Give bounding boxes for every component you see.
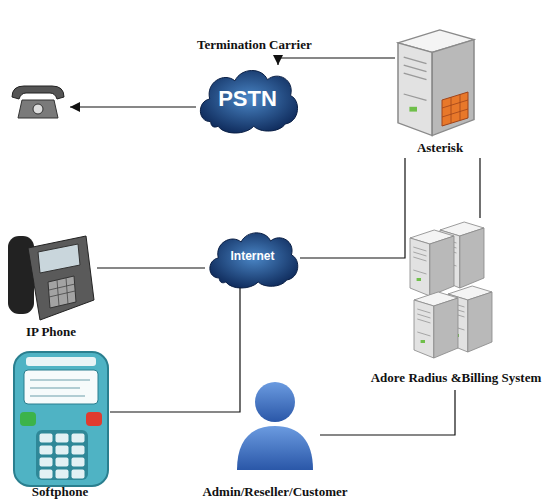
connector-line xyxy=(300,158,405,258)
server-tower xyxy=(398,30,474,136)
server-tower xyxy=(414,292,458,358)
telephone-icon xyxy=(12,86,64,118)
softphone-screen-lines xyxy=(30,380,90,396)
connector-line xyxy=(110,288,240,412)
person-head xyxy=(255,382,295,422)
device-node: IP Phone xyxy=(5,228,97,340)
hangup-button xyxy=(86,412,102,426)
person-body xyxy=(237,426,313,470)
billing-servers-icon xyxy=(410,222,492,358)
softphone-title-bar xyxy=(26,357,96,366)
ip-phone-body xyxy=(28,236,94,320)
node-label: Admin/Reseller/Customer xyxy=(202,484,347,500)
call-button xyxy=(20,412,36,426)
server-tower xyxy=(410,230,454,296)
node-label: Termination Carrier xyxy=(197,37,312,53)
node-label: Asterisk xyxy=(417,140,463,156)
ip-phone-keys xyxy=(49,278,75,306)
person-node: Admin/Reseller/Customer xyxy=(230,378,320,500)
node-label: PSTN xyxy=(195,87,300,111)
softphone-screen xyxy=(24,370,98,404)
connector-line xyxy=(320,390,455,435)
softphone-keypad xyxy=(36,430,88,480)
server-node: Asterisk xyxy=(395,28,485,158)
asterisk-server-icon xyxy=(398,30,474,136)
connector-line xyxy=(97,267,205,268)
ip-phone-icon xyxy=(8,236,94,320)
connector-line xyxy=(278,58,395,65)
node-label: IP Phone xyxy=(26,324,76,340)
phone-handset xyxy=(12,86,64,99)
person-icon xyxy=(237,382,313,470)
billing-node: Adore Radius &Billing System xyxy=(410,218,502,390)
softphone-keys xyxy=(38,432,86,480)
firewall-bricks xyxy=(442,94,468,123)
firewall-block xyxy=(442,92,468,126)
phone-base xyxy=(18,100,58,118)
phone-dial xyxy=(33,104,43,114)
internet-cloud: Internet xyxy=(205,228,300,288)
pstn-cloud: Termination CarrierPSTN xyxy=(195,65,300,133)
node-label: Adore Radius &Billing System xyxy=(371,370,542,386)
softphone-icon xyxy=(14,352,108,486)
ip-phone-keypad xyxy=(48,276,76,308)
connector-line xyxy=(479,158,480,218)
node-label: Softphone xyxy=(32,484,88,500)
device-node: Softphone xyxy=(10,350,110,498)
softphone-body xyxy=(14,352,108,486)
call-arrow xyxy=(70,106,196,107)
node-label: Internet xyxy=(205,248,300,264)
ip-phone-screen xyxy=(38,244,80,273)
